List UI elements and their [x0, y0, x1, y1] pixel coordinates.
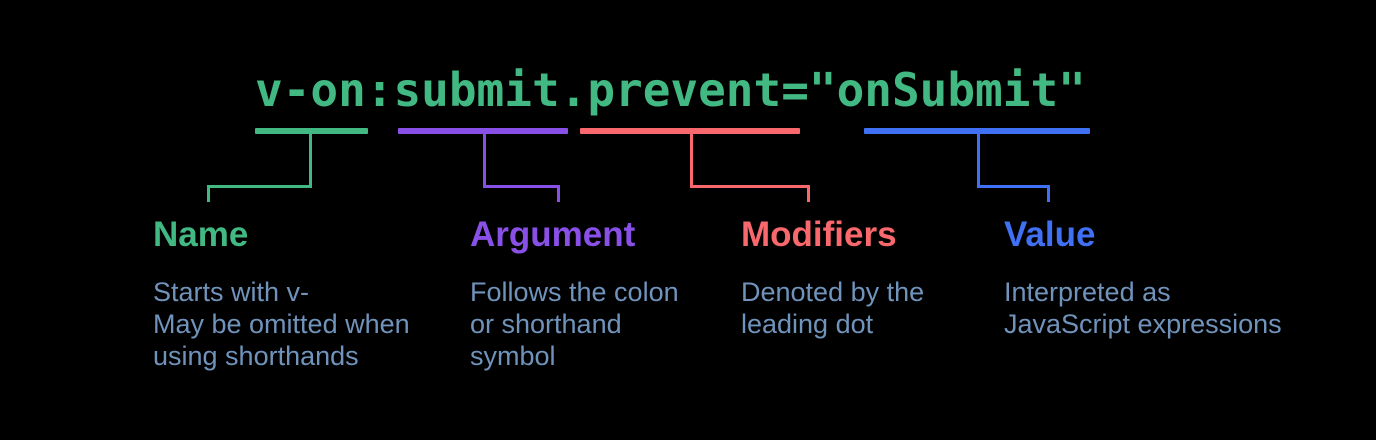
modifiers-underline-bar — [580, 128, 800, 134]
name-connector-line — [207, 134, 312, 188]
name-label: Name — [153, 215, 249, 254]
value-connector-tick — [1047, 188, 1050, 202]
value-underline-bar — [864, 128, 1090, 134]
modifiers-connector-line — [690, 134, 810, 188]
argument-underline-bar — [398, 128, 568, 134]
value-description: Interpreted as JavaScript expressions — [1004, 277, 1282, 339]
value-connector-line — [977, 134, 1050, 188]
argument-connector-tick — [557, 188, 560, 202]
argument-description: Follows the colon or shorthand symbol — [470, 277, 679, 371]
name-connector-tick — [207, 188, 210, 202]
name-underline-bar — [255, 128, 368, 134]
modifiers-description: Denoted by the leading dot — [741, 277, 925, 339]
directive-code-text: v-on:submit.prevent="onSubmit" — [255, 63, 1086, 117]
value-label: Value — [1004, 215, 1096, 254]
argument-connector-line — [483, 134, 560, 188]
name-description: Starts with v- May be omitted when using… — [153, 277, 410, 371]
modifiers-connector-tick — [807, 188, 810, 202]
modifiers-label: Modifiers — [741, 215, 897, 254]
argument-label: Argument — [470, 215, 636, 254]
